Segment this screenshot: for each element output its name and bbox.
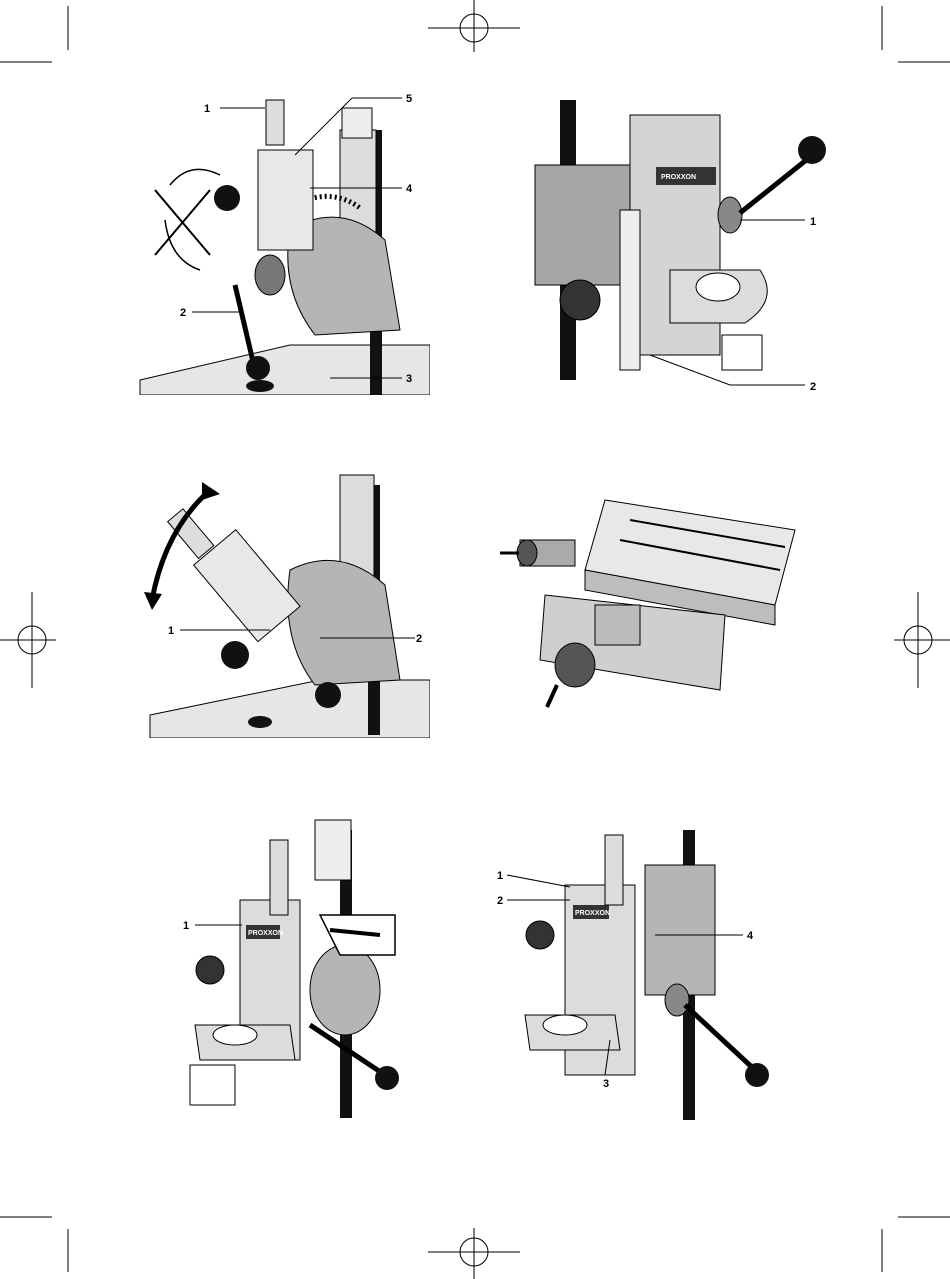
registration-mark-top bbox=[428, 0, 520, 52]
fig3-callout-2: 2 bbox=[416, 633, 422, 645]
fig2-callout-2: 2 bbox=[810, 381, 816, 393]
fig3-callout-1: 1 bbox=[168, 625, 174, 637]
fig2-callout-1: 1 bbox=[810, 216, 816, 228]
figure-lubrication-column: PROXXON 1 bbox=[180, 810, 405, 1120]
figure-slide-adjustment: PROXXON 1 2 4 3 bbox=[495, 825, 775, 1125]
fig1-callout-4: 4 bbox=[406, 183, 413, 195]
fig5-brand-plate: PROXXON bbox=[248, 930, 283, 937]
fig1-callout-5: 5 bbox=[406, 93, 412, 105]
fig6-callout-2: 2 bbox=[497, 895, 503, 907]
fig5-callout-1: 1 bbox=[183, 920, 189, 932]
fig6-brand-plate: PROXXON bbox=[575, 910, 610, 917]
registration-mark-bottom bbox=[428, 1228, 520, 1279]
registration-mark-right bbox=[894, 592, 950, 688]
registration-mark-left bbox=[0, 592, 56, 688]
figure-tilted-head: 1 2 bbox=[140, 460, 430, 738]
figure-compound-table bbox=[495, 485, 805, 715]
fig1-callout-1: 1 bbox=[204, 103, 210, 115]
fig1-callout-3: 3 bbox=[406, 373, 412, 385]
fig2-brand-plate: PROXXON bbox=[661, 174, 696, 181]
fig6-callout-4: 4 bbox=[747, 930, 754, 942]
fig1-callout-2: 2 bbox=[180, 307, 186, 319]
fig6-callout-1: 1 bbox=[497, 870, 503, 882]
figure-angle-setting-drill-stand: 1 5 4 2 3 bbox=[130, 90, 430, 395]
fig6-callout-3: 3 bbox=[603, 1078, 609, 1090]
figure-height-adjustment-scale: PROXXON 1 2 bbox=[530, 95, 835, 395]
